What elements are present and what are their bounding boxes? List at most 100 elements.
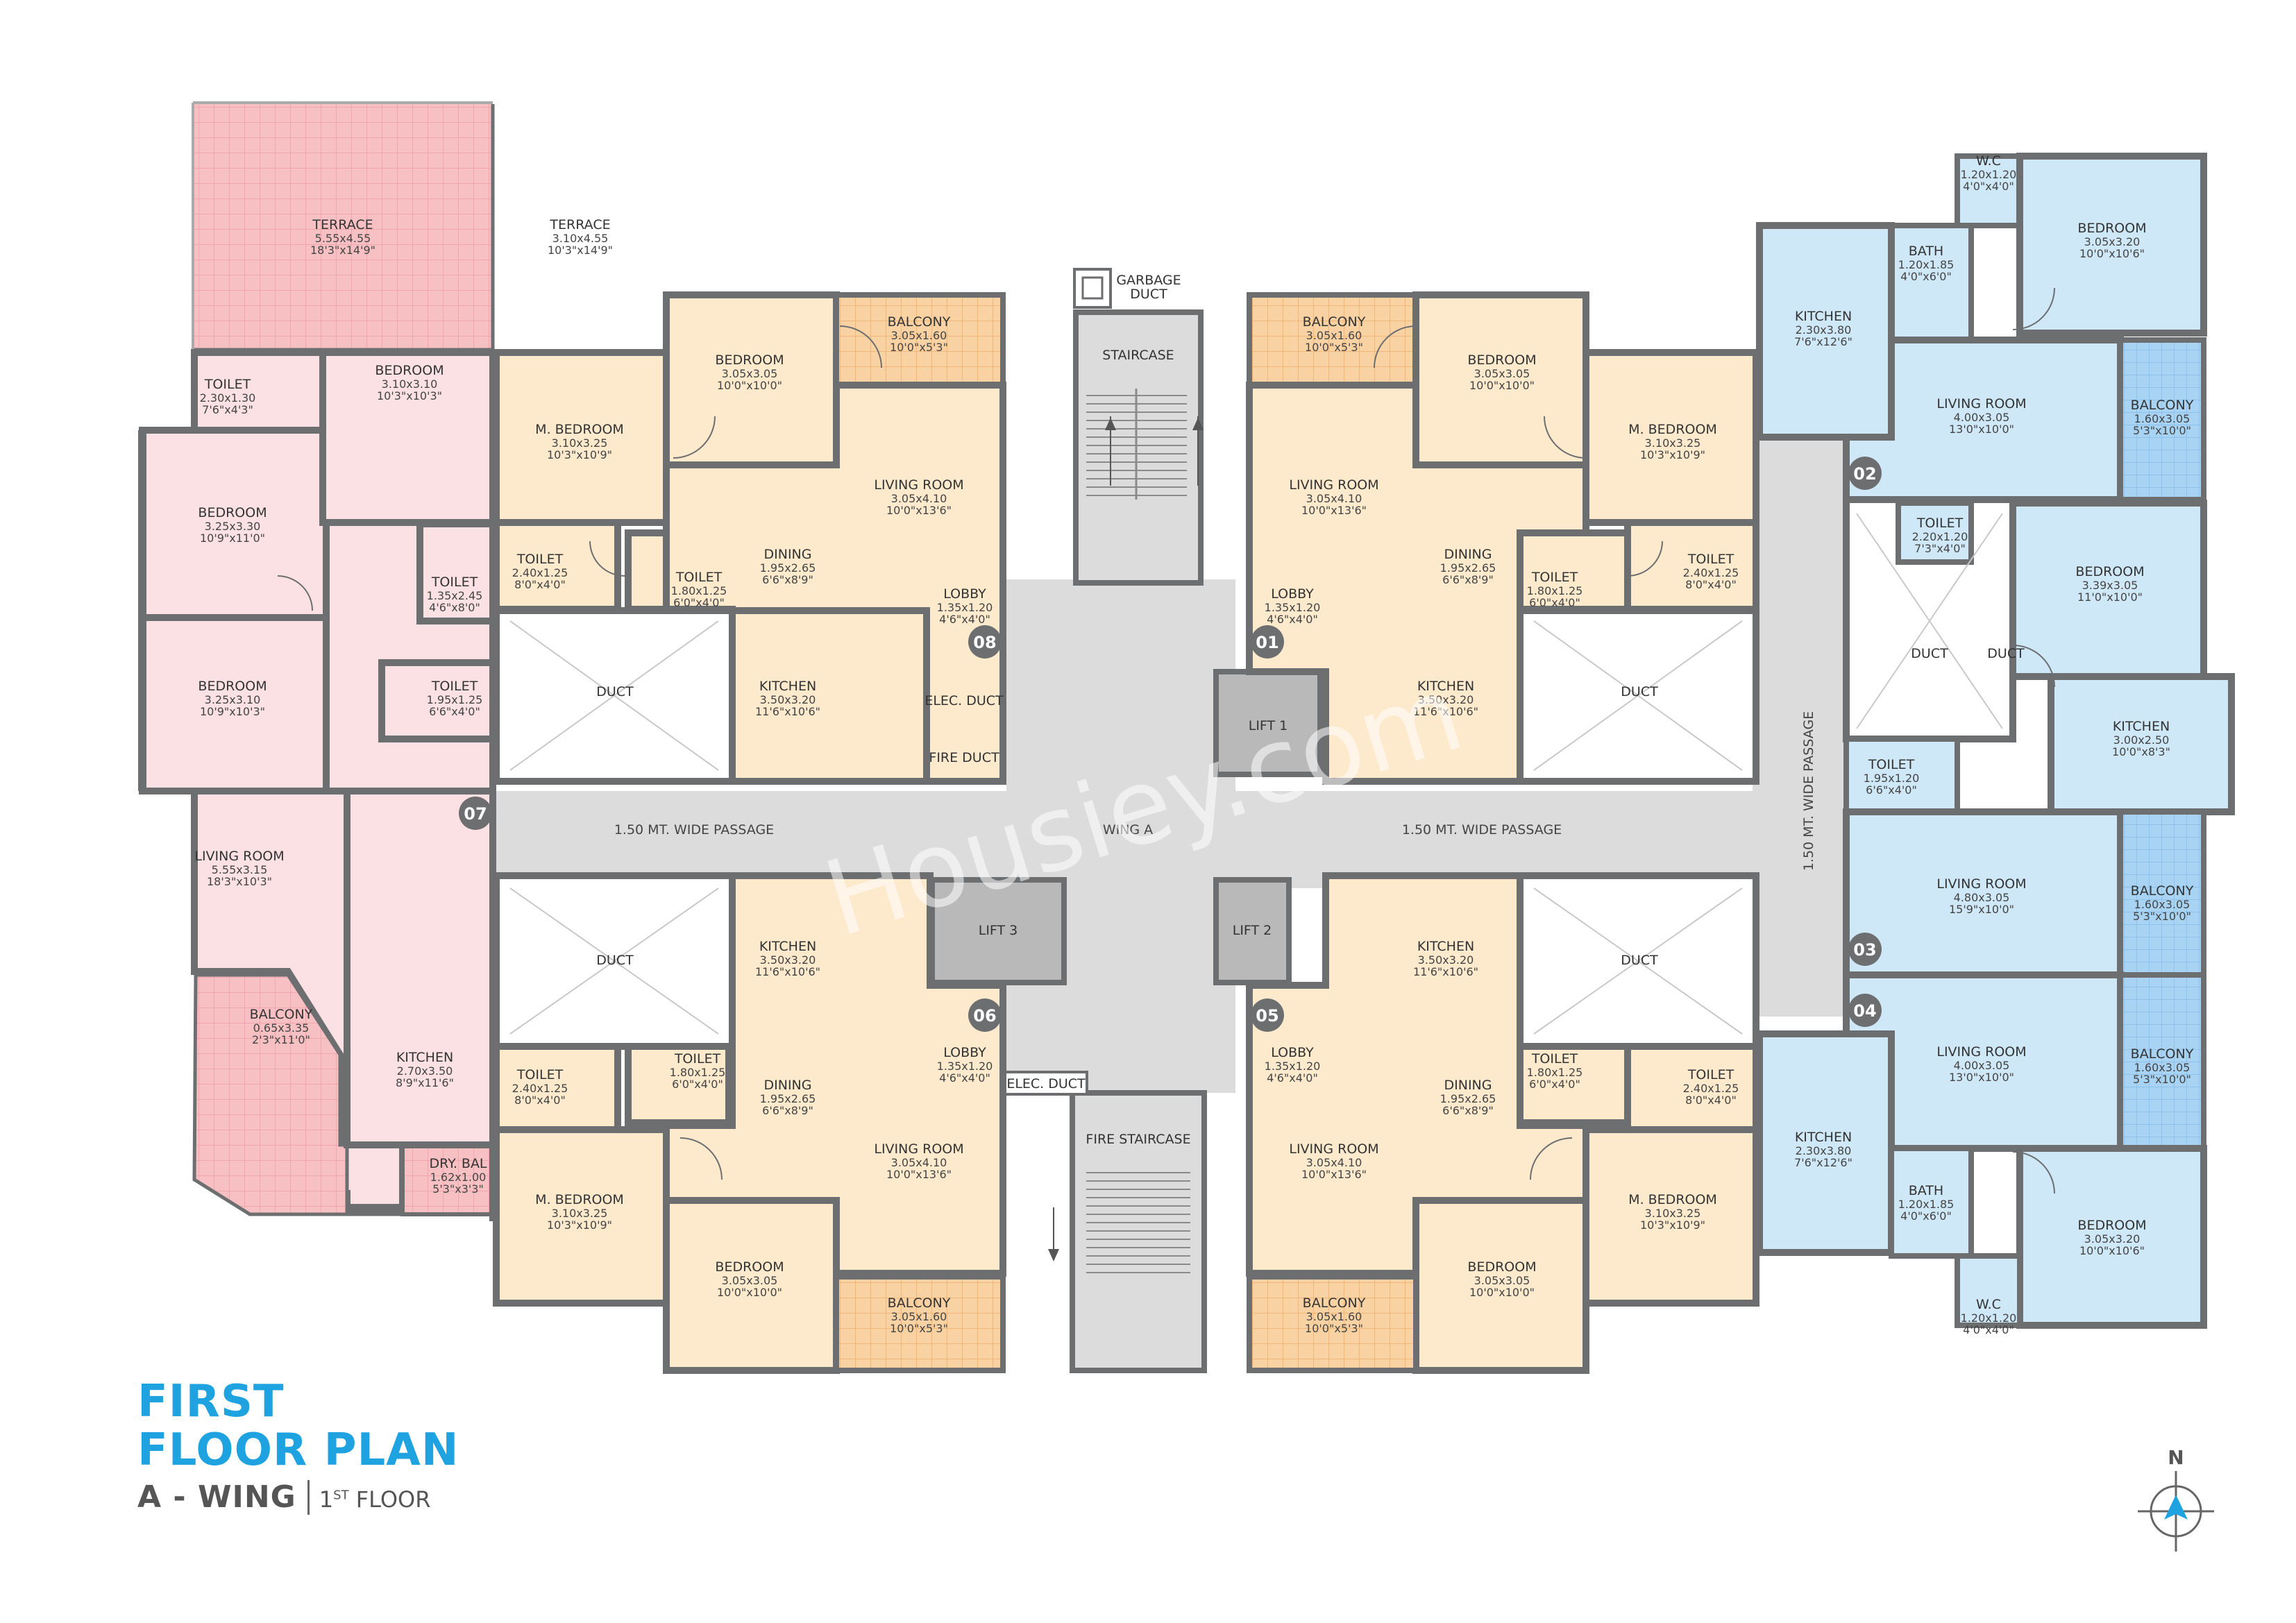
room-dimension-m: 5.55x3.15	[212, 863, 268, 876]
room-dimension-ft: 10'9"x10'3"	[200, 705, 265, 718]
room-dimension-ft: 10'0"x8'3"	[2112, 745, 2170, 758]
room-dimension-ft: 6'0"x4'0"	[1529, 596, 1580, 609]
unit-number-07: 07	[464, 804, 487, 824]
room-dimension-m: 2.70x3.50	[397, 1064, 453, 1078]
room-name: TOILET	[1687, 1067, 1734, 1082]
room-dimension-m: 2.40x1.25	[1683, 566, 1739, 579]
room-dimension-m: 4.00x3.05	[1954, 411, 2010, 424]
unit-06	[493, 872, 1006, 1374]
room-dimension-ft: 5'3"x10'0"	[2133, 910, 2191, 923]
unit-number-03: 03	[1853, 940, 1876, 960]
room-name: BALCONY	[2131, 398, 2194, 413]
room-name: DRY. BAL	[429, 1156, 487, 1171]
room-dimension-m: 1.95x2.65	[760, 561, 816, 575]
room-dimension-m: 1.35x1.20	[937, 601, 993, 614]
room-name: KITCHEN	[396, 1050, 453, 1065]
room-name: W.C	[1976, 1297, 2001, 1312]
room-name: BEDROOM	[198, 679, 267, 694]
room-dimension-ft: 10'3"x14'9"	[548, 244, 613, 257]
staircase-steps	[1086, 389, 1190, 1273]
room-name: DUCT	[1911, 646, 1948, 661]
passage-labels: 1.50 MT. WIDE PASSAGE 1.50 MT. WIDE PASS…	[614, 711, 1816, 871]
room-name: BEDROOM	[1467, 352, 1536, 368]
room-dimension-ft: 6'6"x8'9"	[1442, 573, 1494, 586]
room-dimension-ft: 8'0"x4'0"	[514, 578, 566, 591]
room-dimension-ft: 10'3"x10'3"	[377, 389, 442, 402]
room-dimension-m: 3.10x3.25	[552, 436, 608, 450]
room-dimension-ft: 6'6"x8'9"	[1442, 1104, 1494, 1117]
room-dimension-ft: 4'0"x4'0"	[1963, 1323, 2014, 1336]
room-dimension-m: 3.05x3.05	[722, 367, 778, 380]
unit-05	[1246, 872, 1759, 1374]
unit-badge-08: 08	[968, 625, 1002, 658]
unit-badge-03: 03	[1848, 933, 1882, 966]
floor-suffix: ST	[333, 1488, 349, 1503]
room-name: BATH	[1909, 244, 1943, 259]
staircase-label: STAIRCASE	[1102, 348, 1174, 363]
room-dimension-m: 3.05x4.10	[1306, 1156, 1362, 1169]
label-divider	[307, 1479, 310, 1515]
room-dimension-ft: 10'0"x5'3"	[890, 1322, 948, 1335]
passage-vertical-label: 1.50 MT. WIDE PASSAGE	[1801, 711, 1816, 871]
room-dimension-m: 2.20x1.20	[1912, 530, 1968, 543]
room-dimension-m: 1.60x3.05	[2134, 1061, 2191, 1074]
room-name: BEDROOM	[715, 1259, 784, 1275]
room-name: TOILET	[1531, 1051, 1578, 1067]
room-name: TERRACE	[549, 217, 610, 232]
unit-badge-02: 02	[1848, 457, 1882, 490]
room-label: W.C1.20x1.204'0"x4'0"	[1961, 1297, 2017, 1336]
room-dimension-ft: 4'6"x8'0"	[429, 601, 480, 614]
room-name: LOBBY	[1271, 586, 1314, 602]
room-dimension-ft: 10'0"x13'6"	[886, 1168, 952, 1181]
room-dimension-m: 3.05x3.20	[2084, 1232, 2141, 1246]
room-dimension-m: 3.05x1.60	[1306, 329, 1362, 342]
unit-03	[1843, 496, 2235, 978]
room-dimension-ft: 4'0"x4'0"	[1963, 180, 2014, 193]
unit-number-01: 01	[1256, 633, 1278, 652]
room-dimension-ft: 8'9"x11'6"	[396, 1076, 454, 1089]
room-dimension-m: 3.05x1.60	[1306, 1310, 1362, 1323]
floor-number: 1	[319, 1486, 334, 1513]
unit-number-02: 02	[1853, 464, 1876, 484]
room-name: BEDROOM	[2075, 564, 2144, 579]
room-dimension-m: 5.55x4.55	[315, 232, 371, 245]
room-dimension-ft: 5'3"x10'0"	[2133, 424, 2191, 437]
room-dimension-m: 3.05x3.05	[1474, 367, 1530, 380]
room-dimension-m: 1.95x1.20	[1864, 772, 1920, 785]
room-dimension-ft: 5'3"x3'3"	[432, 1182, 484, 1196]
room-name: M. BEDROOM	[1628, 1192, 1717, 1207]
room-dimension-m: 3.05x3.05	[1474, 1274, 1530, 1287]
room-name: LOBBY	[943, 1045, 986, 1060]
room-name: LIVING ROOM	[1936, 876, 2026, 892]
elec-duct-top-label: ELEC. DUCT	[925, 693, 1004, 708]
room-name: BALCONY	[2131, 1046, 2194, 1062]
room-name: BEDROOM	[2077, 221, 2146, 236]
compass-label: N	[2168, 1446, 2184, 1469]
room-name: KITCHEN	[759, 679, 816, 694]
room-name: DINING	[764, 1078, 812, 1093]
room-name: TOILET	[675, 570, 723, 585]
unit-badge-07: 07	[459, 797, 492, 830]
room-dimension-m: 4.00x3.05	[1954, 1059, 2010, 1072]
unit-02	[1756, 153, 2207, 503]
room-dimension-ft: 11'6"x10'6"	[755, 965, 820, 978]
